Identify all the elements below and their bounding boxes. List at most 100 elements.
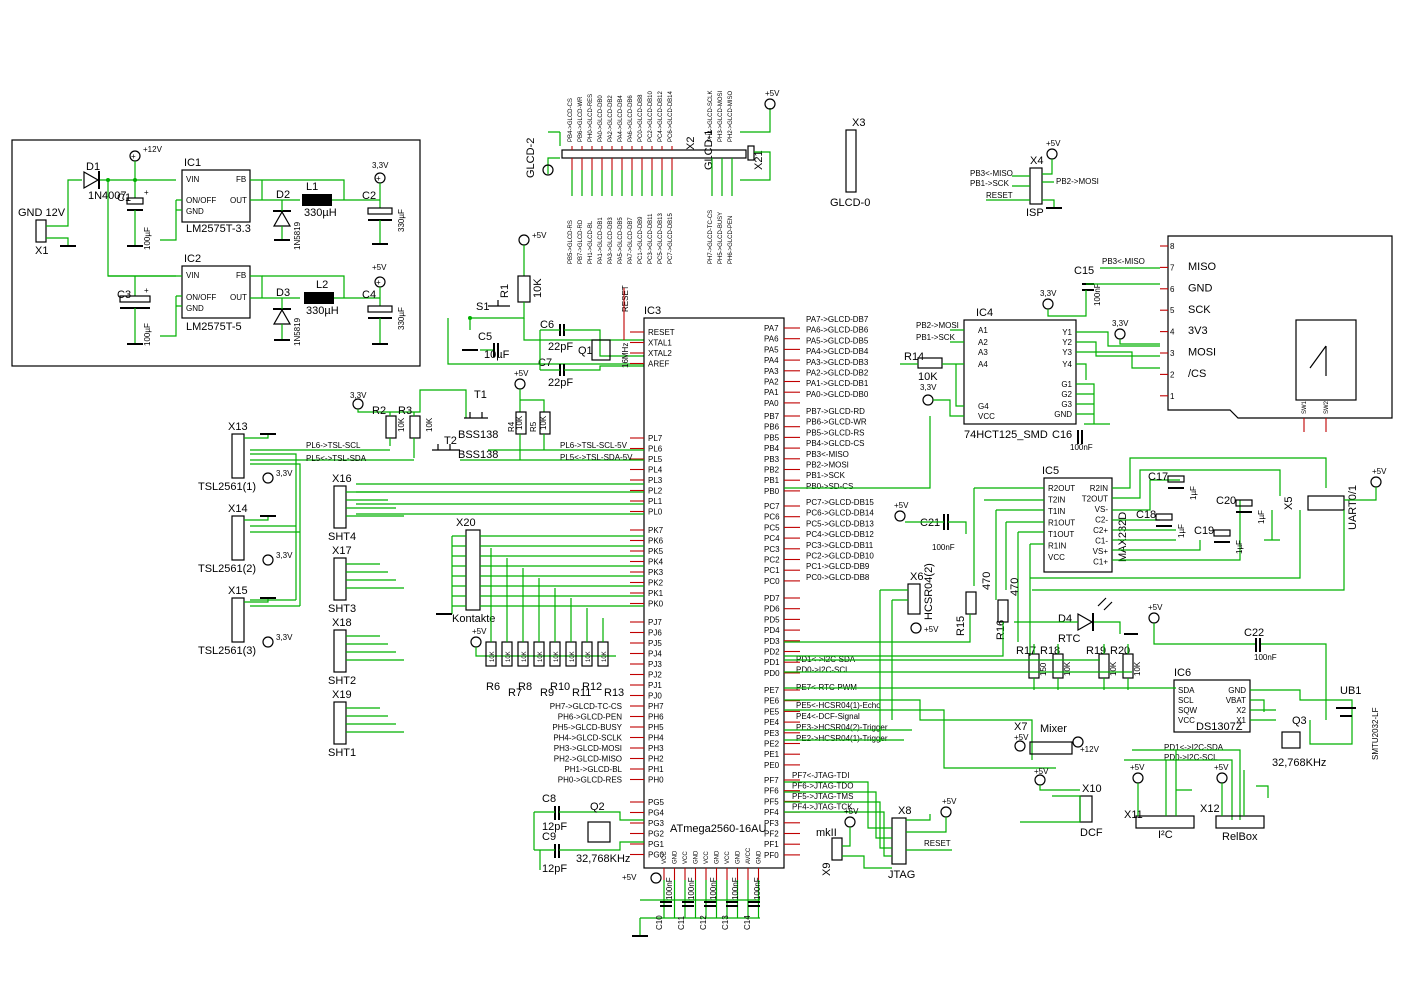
sht-ref: X17 <box>332 545 352 557</box>
mcu-pin-pd4: PD4 <box>764 626 780 635</box>
sd-pin-number: 1 <box>1170 392 1175 401</box>
mcu-net-label: PA0->GLCD-DB0 <box>806 390 869 399</box>
c5-value: 10µF <box>484 349 510 361</box>
x11-ref: X11 <box>1124 809 1143 821</box>
ic6-pin-gnd: GND <box>1228 686 1246 695</box>
q2-value: 32,768KHz <box>576 853 630 865</box>
sensor-section: X13TSL2561(1)3,3VX14TSL2561(2)3,3VX15TSL… <box>198 421 644 759</box>
mcu-pin-pl4: PL4 <box>648 466 663 475</box>
ub1-value: SMTU2032-LF <box>1371 707 1380 760</box>
tsl-ref: X15 <box>228 585 248 597</box>
r14-ref: R14 <box>904 351 924 363</box>
mcu-pin-pd5: PD5 <box>764 615 780 624</box>
mcu-pin-pg3: PG3 <box>648 819 665 828</box>
r2-value: 10K <box>397 417 406 432</box>
sht-name: SHT2 <box>328 675 356 687</box>
svg-text:+5V: +5V <box>942 797 957 806</box>
ic1-pin-onoff: ON/OFF <box>186 196 216 205</box>
x5-ref: X5 <box>1283 497 1295 510</box>
svg-text:+5V: +5V <box>532 231 547 240</box>
mcu-pin-pa4: PA4 <box>764 356 779 365</box>
mcu-pin-pf6: PF6 <box>764 787 779 796</box>
mcu-net-label: PA5->GLCD-DB5 <box>806 336 869 345</box>
sht-connector <box>333 701 347 745</box>
ic6-pin-vbat: VBAT <box>1226 696 1246 705</box>
contact-resistor-ref: R10 <box>550 681 570 693</box>
contact-resistor-ref: R9 <box>540 687 554 699</box>
glcd-top-label-2: PH3->GLCD-MOSI <box>718 90 724 142</box>
x1-ref: X1 <box>35 245 48 257</box>
svg-text:+5V: +5V <box>1372 467 1387 476</box>
ic4-pin-a2: A2 <box>978 338 988 347</box>
contact-resistor-value: 10K <box>586 651 592 662</box>
mcu-pin-pk3: PK3 <box>648 568 664 577</box>
sht-name: SHT3 <box>328 603 356 615</box>
x9-name: mkII <box>816 827 837 839</box>
mcu-pin-pg2: PG2 <box>648 830 665 839</box>
c4-value: 330µF <box>397 307 406 330</box>
mcu-pin-pc7: PC7 <box>764 502 780 511</box>
mcu-pin-pc1: PC1 <box>764 566 780 575</box>
ic4-pin-a4: A4 <box>978 360 988 369</box>
t1-value: BSS138 <box>458 429 498 441</box>
sht-name: SHT1 <box>328 747 356 759</box>
mcu-pin-pe6: PE6 <box>764 697 780 706</box>
s1-ref: S1 <box>476 301 489 313</box>
sht-ref: X16 <box>332 473 352 485</box>
isp-name: ISP <box>1026 207 1044 219</box>
rail-33v: 3,3V <box>372 161 389 170</box>
mcu-pin-ph5: PH5 <box>648 723 664 732</box>
svg-text:3,3V: 3,3V <box>1040 289 1057 298</box>
sd-pin-number: 6 <box>1170 285 1175 294</box>
svg-text:+5V: +5V <box>1034 767 1049 776</box>
c9-value: 12pF <box>542 863 567 875</box>
decoupling-cap-value: 100nF <box>709 877 718 900</box>
ic4-pin-g4: G4 <box>978 402 989 411</box>
x8-name: JTAG <box>888 869 915 881</box>
x20-ref: X20 <box>456 517 476 529</box>
sht-name: SHT4 <box>328 531 356 543</box>
glcd-bottom-label: PB7->GLCD-RD <box>578 219 584 264</box>
mcu-pin-pj0: PJ0 <box>648 692 662 701</box>
mcu-pin-pl0: PL0 <box>648 508 663 517</box>
tsl-wire <box>244 434 269 439</box>
mcu-net-label: PA7->GLCD-DB7 <box>806 315 869 324</box>
mcu-pin-pf3: PF3 <box>764 819 779 828</box>
contact-resistor-value: 10K <box>490 651 496 662</box>
glcd-bottom-label-2: PH6->GLCD-PEN <box>728 216 734 264</box>
x6-ref: X6 <box>910 571 923 583</box>
glcd-top-label: PA6->GLCD-DB6 <box>628 95 634 142</box>
sd-pin-number: 8 <box>1170 242 1175 251</box>
sd-switch-label: SW1 <box>1302 400 1308 414</box>
mcu-pin-pf1: PF1 <box>764 840 779 849</box>
uart-cap-body <box>1167 475 1185 483</box>
glcd-top-label: PB4->GLCD-CS <box>568 98 574 142</box>
c2-value: 330µF <box>397 209 406 232</box>
ic2-pin-gnd: GND <box>186 304 204 313</box>
mcu-pin-vcc: VCC <box>662 851 668 864</box>
mcu-net-label: PB6->GLCD-WR <box>806 418 867 427</box>
mcu-pin-pc4: PC4 <box>764 534 780 543</box>
mcu-pin-pj5: PJ5 <box>648 639 662 648</box>
tsl-supply: 3,3V <box>276 633 293 642</box>
ic2-ref: IC2 <box>184 253 201 265</box>
uart-cap-value: 1µF <box>1235 540 1244 554</box>
contact-resistor-ref: R8 <box>518 681 532 693</box>
x7-rail: +12V <box>1080 745 1100 754</box>
x1-label: GND 12V <box>18 207 66 219</box>
ic6-value: DS1307Z <box>1196 721 1243 733</box>
svg-text:+5V: +5V <box>894 501 909 510</box>
sd-pin-number: 2 <box>1170 370 1175 379</box>
x3-name: GLCD-0 <box>830 197 870 209</box>
mcu-pin-pj1: PJ1 <box>648 681 662 690</box>
mcu-net-label: PF7<-JTAG-TDI <box>792 771 849 780</box>
x21-ref: X21 <box>753 150 765 170</box>
mcu-pin-pd6: PD6 <box>764 605 780 614</box>
ic6-pin-sqw: SQW <box>1178 706 1198 715</box>
uart-cap-ref: C18 <box>1136 509 1156 521</box>
x10-ref: X10 <box>1082 783 1102 795</box>
mcu-pin-pj2: PJ2 <box>648 671 662 680</box>
mcu-net-label: PF6->JTAG-TDO <box>792 782 853 791</box>
svg-text:+: + <box>144 286 149 295</box>
mcu-net-label: PF5->JTAG-TMS <box>792 792 853 801</box>
